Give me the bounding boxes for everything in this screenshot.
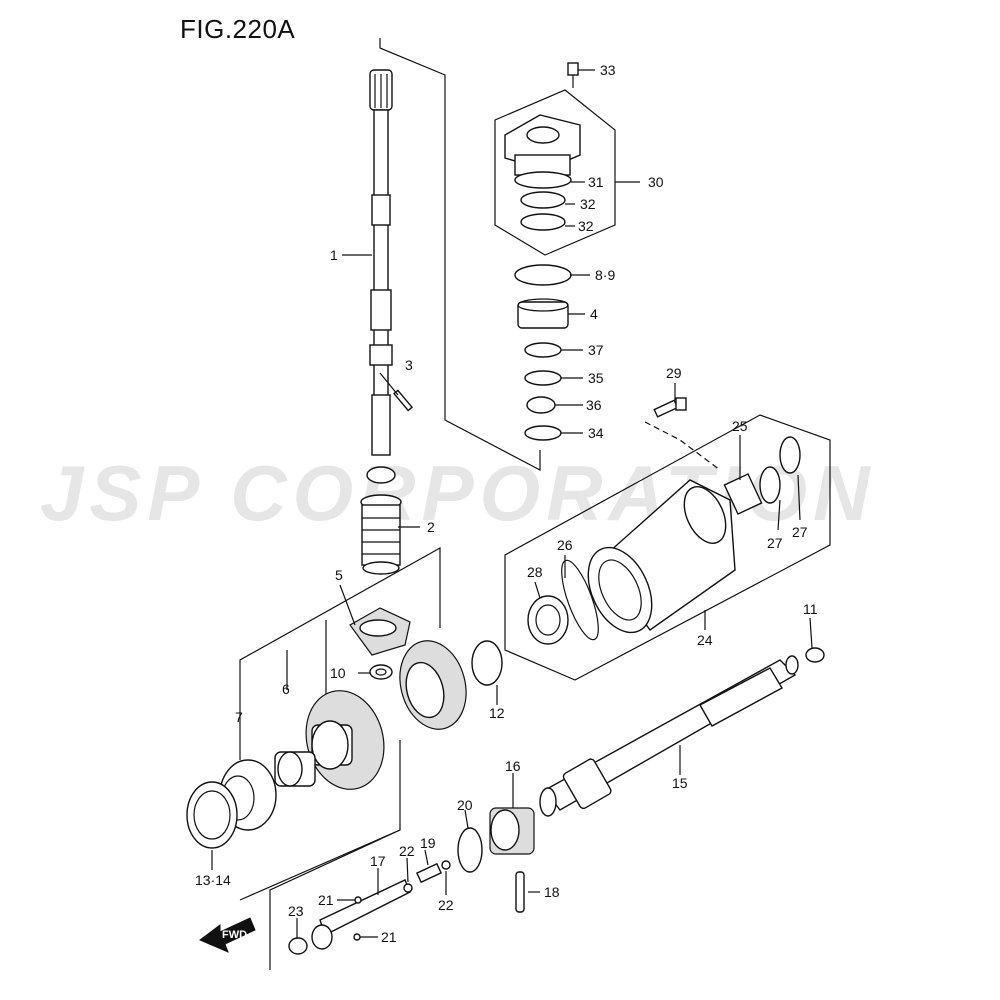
leader-lines: [211, 69, 813, 938]
callout-21-lower: 21: [381, 929, 397, 945]
washer: [288, 937, 308, 955]
callout-1: 1: [330, 247, 338, 263]
callout-23: 23: [288, 903, 304, 919]
gear-case-housing: [527, 436, 801, 645]
callout-10: 10: [330, 665, 346, 681]
callout-6: 6: [282, 681, 290, 697]
callout-8-9: 8·9: [595, 267, 615, 283]
callout-20: 20: [457, 797, 473, 813]
callout-33: 33: [600, 62, 616, 78]
forward-gear: [399, 640, 467, 730]
callout-25: 25: [732, 418, 748, 434]
callout-35: 35: [588, 370, 604, 386]
callout-4: 4: [590, 306, 598, 322]
frame-gearcase: [504, 414, 831, 681]
nut: [369, 664, 393, 680]
callout-17: 17: [370, 853, 386, 869]
clutch-spring-clip: [457, 827, 483, 873]
callout-30: 30: [648, 174, 664, 190]
callout-2: 2: [427, 519, 435, 535]
callout-27-right: 27: [792, 524, 808, 540]
callout-37: 37: [588, 342, 604, 358]
callout-12: 12: [489, 705, 505, 721]
callout-labels: 1 2 3 4 5 6 7 8·9 10 11 12 13·14 15 16 1…: [195, 62, 818, 945]
driveshaft: [366, 69, 396, 484]
frame-bevel-gear: [239, 546, 441, 760]
bushing: [274, 751, 316, 787]
callout-36: 36: [586, 397, 602, 413]
bolt-29: [653, 397, 687, 418]
group-frames: [239, 38, 831, 970]
fwd-direction-arrow: FWD: [199, 917, 256, 953]
callout-34: 34: [588, 425, 604, 441]
callout-26: 26: [557, 537, 573, 553]
callout-19: 19: [420, 835, 436, 851]
callout-31: 31: [588, 174, 604, 190]
drive-shaft-spring: [360, 494, 402, 575]
callout-22-lower: 22: [438, 897, 454, 913]
detent-spring: [415, 862, 443, 884]
callout-16: 16: [505, 758, 521, 774]
shaft-stack: [514, 264, 572, 441]
shim-ring: [471, 640, 503, 686]
callout-3: 3: [405, 357, 413, 373]
callout-21-upper: 21: [318, 892, 334, 908]
callout-29: 29: [666, 365, 682, 381]
callout-27-left: 27: [767, 535, 783, 551]
pump-case: [504, 62, 581, 231]
frame-pump-case: [494, 89, 616, 256]
propeller-shaft: [539, 655, 799, 817]
callout-22-upper: 22: [399, 843, 415, 859]
frame-driveshaft: [379, 38, 541, 471]
callout-32-upper: 32: [580, 196, 596, 212]
pinion-gear: [349, 607, 411, 656]
snap-ring: [805, 647, 825, 663]
reverse-gear: [305, 690, 385, 790]
callout-5: 5: [335, 567, 343, 583]
fwd-label: FWD: [222, 929, 247, 941]
clutch-pin: [515, 871, 525, 913]
callout-24: 24: [697, 632, 713, 648]
callout-32-lower: 32: [578, 218, 594, 234]
callout-7: 7: [235, 709, 243, 725]
callout-11: 11: [803, 601, 818, 617]
oil-seal: [186, 781, 238, 849]
callout-15: 15: [672, 775, 688, 791]
callout-18: 18: [544, 884, 560, 900]
callout-28: 28: [527, 564, 543, 580]
clutch-dog: [489, 807, 535, 855]
figure-title: FIG.220A: [180, 14, 296, 44]
callout-13-14: 13·14: [195, 872, 231, 888]
